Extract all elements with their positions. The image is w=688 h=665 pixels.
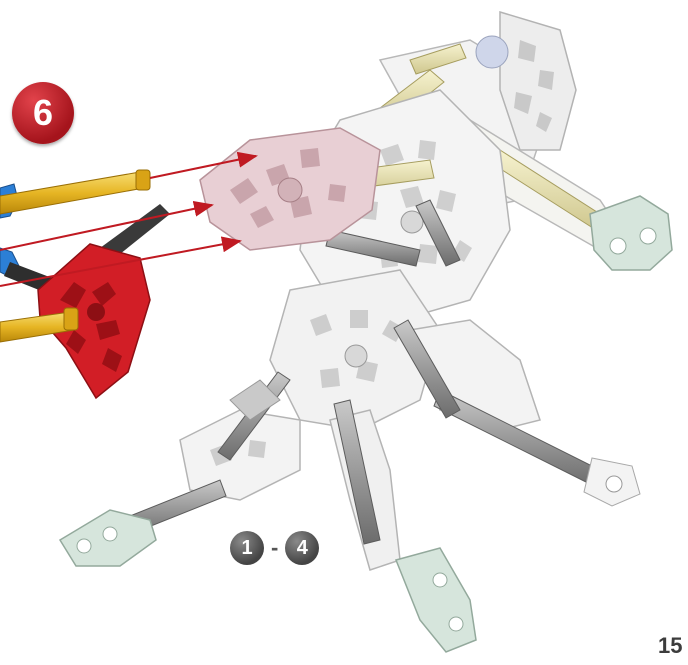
substep-end-badge: 4: [285, 531, 319, 565]
instruction-arrow-icon: [0, 205, 212, 250]
page-number: 15: [658, 633, 688, 665]
substep-end: 4: [297, 537, 308, 560]
step-number: 6: [33, 92, 53, 134]
substep-start-badge: 1: [230, 531, 264, 565]
substep-range-icon: 1 - 4: [230, 530, 319, 566]
substep-start: 1: [241, 537, 252, 560]
step-badge-icon: 6: [12, 82, 74, 144]
main-assembly: [60, 12, 672, 652]
substep-separator: -: [271, 535, 278, 561]
incoming-subassembly: [0, 170, 170, 398]
